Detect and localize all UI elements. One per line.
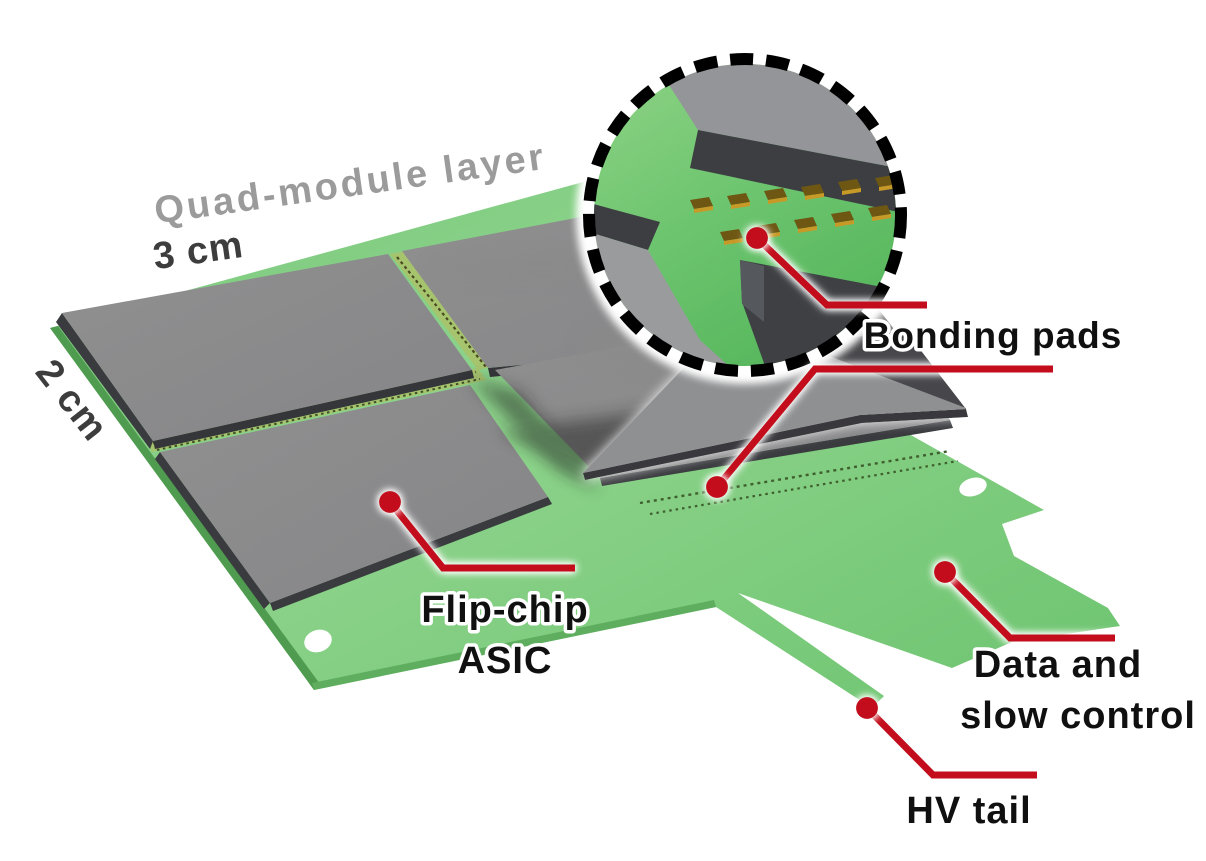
chip-front-right-front-edge <box>600 420 953 486</box>
chip-back-left-front-edge <box>153 370 474 449</box>
chip-back-left <box>56 254 474 449</box>
chip-front-left-top <box>160 385 548 603</box>
callout-dot-flip-chip <box>379 491 401 513</box>
chip-back-left-top <box>62 254 472 441</box>
zoom-inset <box>576 46 914 384</box>
mounting-hole-right <box>959 477 987 497</box>
chip-front-left-front-edge <box>270 497 552 611</box>
bond-row-right-2 <box>649 459 959 516</box>
callout-dot-hv-tail <box>856 697 878 719</box>
callout-lines <box>387 235 1115 779</box>
callout-line-bonding-module <box>714 365 1053 490</box>
label-bonding-pads: Bonding pads <box>864 315 1123 356</box>
label-hv-tail: HV tail <box>906 790 1031 832</box>
bond-row-channel-2 <box>156 378 481 451</box>
callout-dots <box>379 227 956 719</box>
inset-dashed-border <box>583 53 907 377</box>
callout-dot-bonding-inset <box>746 227 768 249</box>
callout-dot-data <box>934 561 956 583</box>
inset-chip-top-edge <box>690 130 896 214</box>
bond-row-right-1 <box>639 449 951 505</box>
chip-front-left <box>155 385 552 611</box>
chip-front-left-side <box>155 452 270 609</box>
dim-3cm: 3 cm <box>151 224 247 278</box>
inset-chip-top-face <box>640 64 896 172</box>
flex-left-edge <box>50 326 320 690</box>
mounting-holes <box>304 477 987 653</box>
pad-row-lower <box>720 205 891 245</box>
label-flip-chip-line2: ASIC <box>458 640 553 682</box>
mounting-hole-left <box>304 629 332 653</box>
label-data-line2: slow control <box>960 695 1196 737</box>
inset-chip-left-edge <box>594 195 660 250</box>
callout-line-hv-tail <box>864 705 1037 779</box>
label-flip-chip-line1: Flip-chip <box>421 589 588 631</box>
callout-line-data <box>942 569 1115 642</box>
callout-line-flip-chip <box>387 499 575 572</box>
label-data-line1: Data and <box>974 644 1142 686</box>
callout-dot-bonding-module <box>706 476 728 498</box>
chip-back-left-side <box>56 313 153 449</box>
sensor-plate-edge <box>583 409 968 480</box>
bond-rows-right <box>639 449 959 516</box>
flex-front-edge <box>312 600 716 690</box>
inset-chip-bottom-step <box>740 260 764 322</box>
callout-line-bonding-inset <box>754 235 927 309</box>
